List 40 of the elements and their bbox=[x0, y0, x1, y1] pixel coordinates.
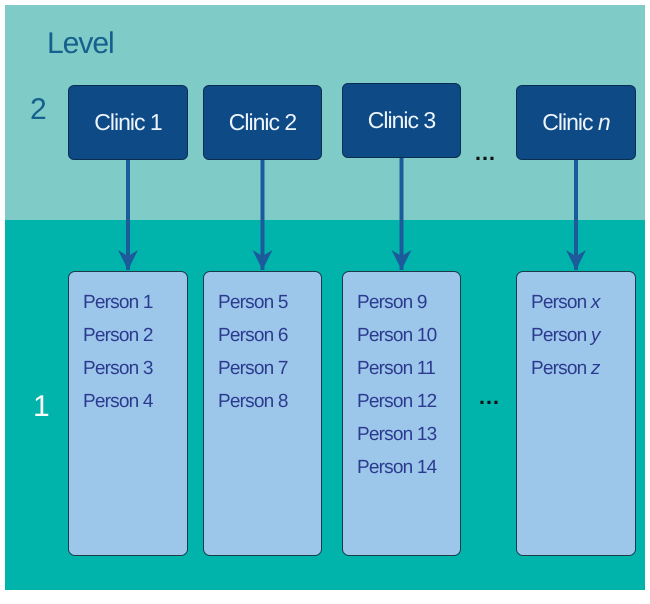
level-number: 1 bbox=[33, 390, 49, 424]
arrow bbox=[566, 160, 586, 270]
clinic-name: Clinic 1 bbox=[94, 109, 162, 136]
level-band bbox=[5, 220, 645, 590]
person-name: Person 14 bbox=[357, 456, 438, 480]
clinic-name: Clinic n bbox=[542, 109, 610, 136]
person-name: Person 1 bbox=[83, 291, 154, 315]
person-name: Person 12 bbox=[357, 390, 438, 414]
person-name: Person 9 bbox=[357, 291, 428, 315]
person-name: Person 5 bbox=[218, 291, 289, 315]
level-heading: Level bbox=[47, 27, 114, 61]
arrow bbox=[392, 158, 412, 270]
arrow bbox=[118, 160, 138, 270]
person-name: Person z bbox=[531, 357, 601, 381]
clinic-box bbox=[516, 85, 636, 160]
clinic-box bbox=[68, 85, 188, 160]
person-name: Person 6 bbox=[218, 324, 289, 348]
person-name: Person 2 bbox=[83, 324, 154, 348]
person-name: Person 3 bbox=[83, 357, 154, 381]
clinic-box bbox=[342, 83, 461, 158]
clinic-box bbox=[203, 85, 322, 160]
clinic-name: Clinic 3 bbox=[368, 107, 436, 134]
person-list-box bbox=[516, 271, 636, 556]
person-name: Person 7 bbox=[218, 357, 289, 381]
person-name: Person 4 bbox=[83, 390, 154, 414]
level-number: 2 bbox=[30, 93, 46, 127]
person-name: Person 11 bbox=[357, 357, 436, 381]
ellipsis: … bbox=[478, 384, 500, 410]
person-name: Person 13 bbox=[357, 423, 438, 447]
person-list-box bbox=[68, 271, 188, 556]
ellipsis: … bbox=[474, 140, 496, 166]
level-band bbox=[5, 5, 645, 220]
person-name: Person 8 bbox=[218, 390, 289, 414]
person-list-box bbox=[203, 271, 322, 556]
person-name: Person 10 bbox=[357, 324, 438, 348]
person-name: Person y bbox=[531, 324, 602, 348]
person-name: Person x bbox=[531, 291, 602, 315]
arrow bbox=[252, 160, 272, 270]
person-list-box bbox=[342, 271, 461, 556]
clinic-name: Clinic 2 bbox=[228, 109, 296, 136]
